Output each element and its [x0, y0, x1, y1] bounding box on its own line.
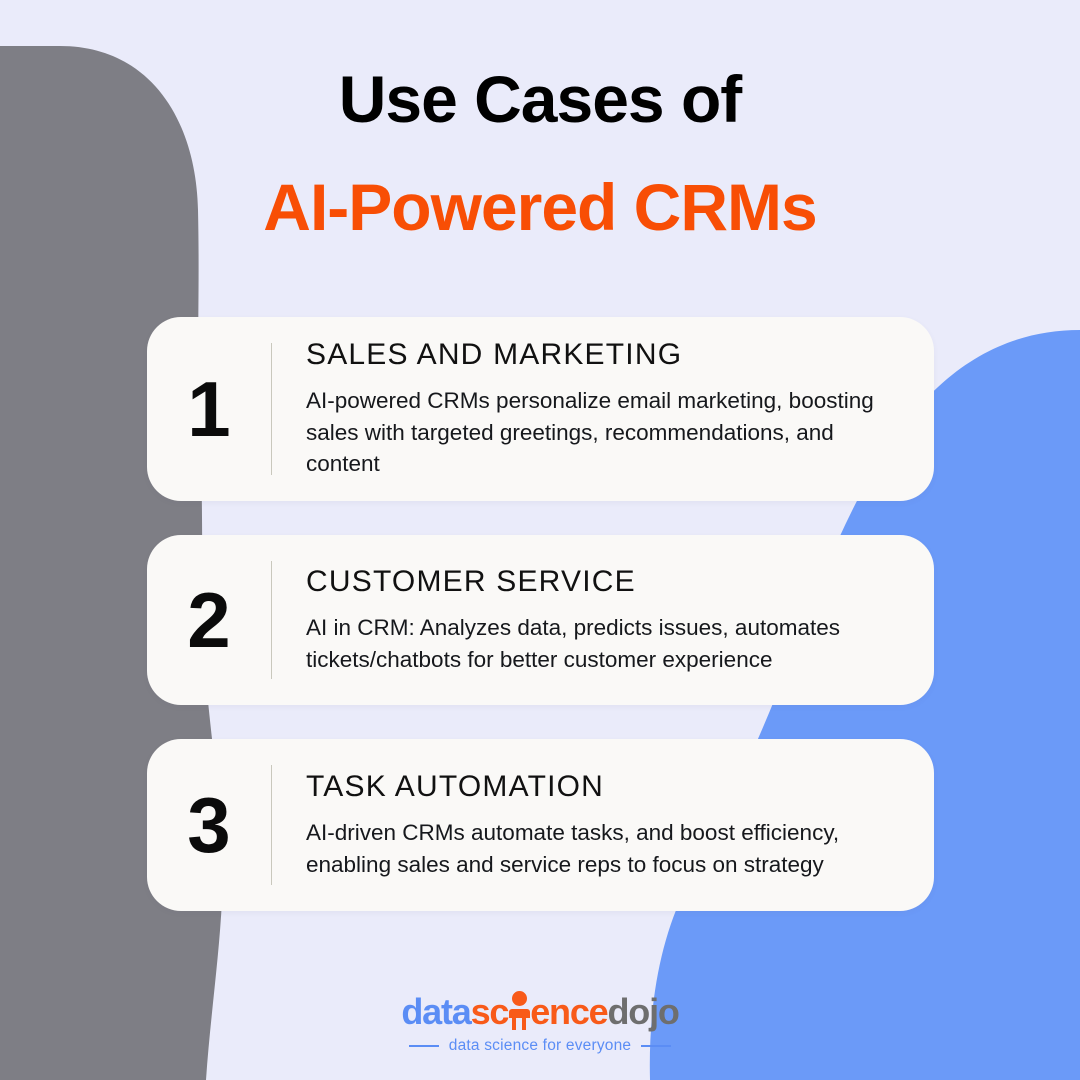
- person-icon: [508, 991, 531, 1030]
- page-title-line-1: Use Cases of: [338, 62, 743, 136]
- brand-tagline-row: data science for everyone: [408, 1037, 672, 1055]
- brand-tagline: data science for everyone: [448, 1037, 632, 1054]
- card-title-1: SALES AND MARKETING: [306, 337, 683, 371]
- page-header: Use Cases of AI-Powered CRMs: [0, 62, 1080, 246]
- card-body-2: CUSTOMER SERVICE AI in CRM: Analyzes dat…: [272, 561, 904, 679]
- use-case-list: 1 SALES AND MARKETING AI-powered CRMs pe…: [147, 317, 934, 945]
- brand-logo[interactable]: data sc ence dojo data science for every…: [0, 991, 1080, 1055]
- use-case-card-3[interactable]: 3 TASK AUTOMATION AI-driven CRMs automat…: [147, 739, 934, 911]
- card-number-2: 2: [187, 576, 231, 664]
- card-number-1: 1: [187, 365, 231, 453]
- card-title-3: TASK AUTOMATION: [306, 769, 605, 803]
- card-description-1: AI-powered CRMs personalize email market…: [306, 387, 874, 477]
- card-description-3: AI-driven CRMs automate tasks, and boost…: [306, 819, 840, 877]
- use-case-card-2[interactable]: 2 CUSTOMER SERVICE AI in CRM: Analyzes d…: [147, 535, 934, 705]
- card-description-2: AI in CRM: Analyzes data, predicts issue…: [306, 614, 840, 672]
- card-body-1: SALES AND MARKETING AI-powered CRMs pers…: [272, 338, 904, 477]
- wordmark-dojo: dojo: [607, 991, 679, 1032]
- tagline-rule-left: [408, 1045, 439, 1047]
- tagline-rule-right: [641, 1045, 672, 1047]
- page-title-line-2: AI-Powered CRMs: [263, 169, 817, 244]
- wordmark-sc: sc: [470, 991, 510, 1032]
- card-body-3: TASK AUTOMATION AI-driven CRMs automate …: [272, 765, 904, 885]
- card-title-2: CUSTOMER SERVICE: [306, 564, 636, 598]
- wordmark-data: data: [401, 991, 471, 1032]
- wordmark-ence: ence: [530, 991, 608, 1032]
- card-number-3: 3: [187, 781, 231, 869]
- brand-wordmark: data sc ence dojo: [401, 991, 680, 1032]
- use-case-card-1[interactable]: 1 SALES AND MARKETING AI-powered CRMs pe…: [147, 317, 934, 501]
